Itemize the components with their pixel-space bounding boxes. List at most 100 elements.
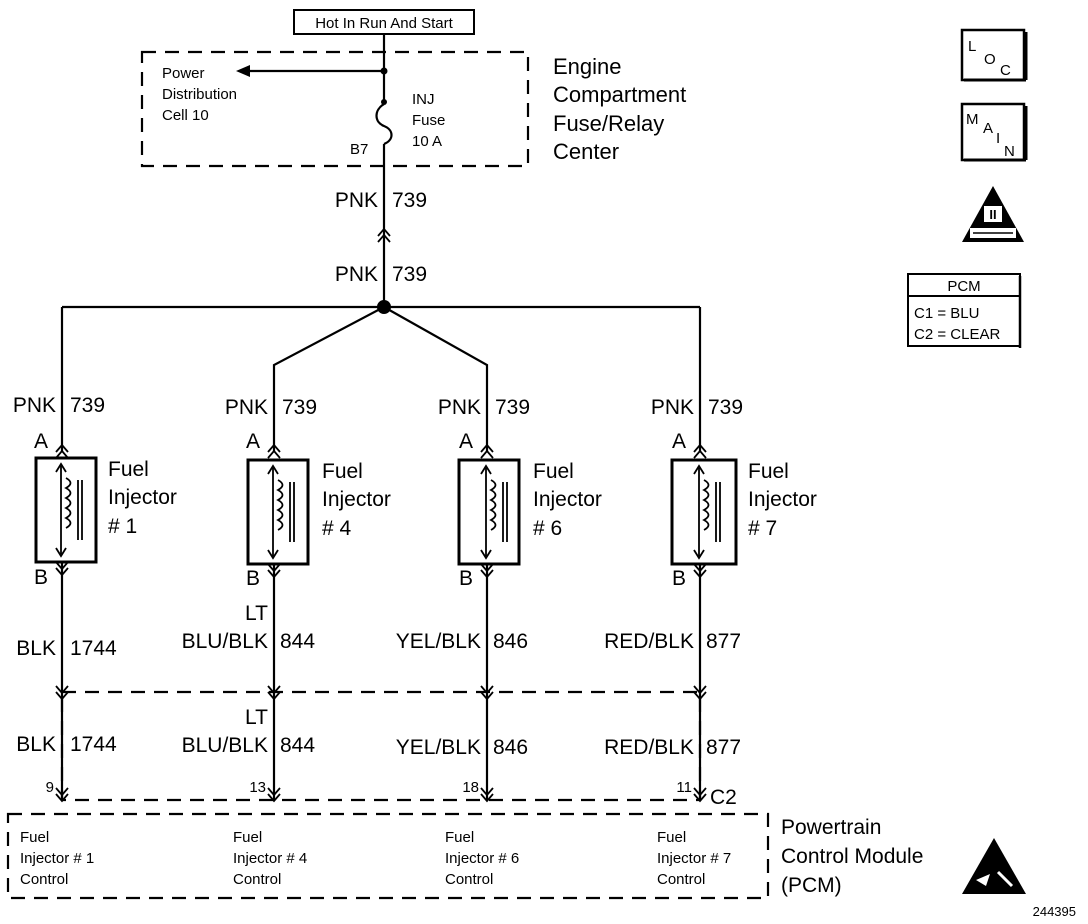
fuse-label-line-1: INJ — [412, 91, 435, 108]
injector-name-line-2: Injector — [748, 488, 817, 511]
pcm-title-line-3: (PCM) — [781, 874, 842, 897]
power-source-label: Hot In Run And Start — [315, 15, 453, 32]
supply-wire-color: PNK — [651, 396, 694, 419]
main-letter-m: M — [966, 111, 979, 128]
supply-wire-color: PNK — [225, 396, 268, 419]
feed-wire-circuit-upper: 739 — [392, 189, 427, 212]
injector-name-line-3: # 7 — [748, 517, 777, 540]
pcm-title-line-2: Control Module — [781, 845, 923, 868]
pcm-module: Powertrain Control Module (PCM) Fuel Inj… — [6, 812, 923, 900]
pcm-pin-number: 11 — [676, 779, 692, 796]
control-wire-color: RED/BLK — [604, 630, 694, 653]
fuel-injector-7: PNK 739 A Fuel Injector # 7 B RED/BLK 87… — [604, 396, 817, 809]
control-wire-color: BLU/BLK — [182, 630, 268, 653]
fuse-terminal-icon — [381, 99, 387, 105]
inline-connector-outline — [60, 690, 702, 802]
control-wire-color: YEL/BLK — [396, 630, 481, 653]
fuse-relay-center: Engine Compartment Fuse/Relay Center Pow… — [140, 50, 686, 168]
branch-wire-injector-6 — [383, 306, 489, 452]
solenoid-arrows-icon — [55, 462, 67, 558]
pcm-table-row-c1: C1 = BLU — [914, 305, 979, 322]
injector-body — [34, 456, 98, 564]
loc-letter-c: C — [1000, 62, 1011, 79]
fuse-center-title-line-4: Center — [553, 139, 619, 164]
pin-a-label: A — [34, 430, 48, 453]
pin-b-label: B — [459, 567, 473, 590]
solenoid-arrows-icon — [480, 464, 492, 560]
pcm-channel-1-line-1: Fuel — [20, 829, 49, 846]
control-wire-color-prefix-pcm: LT — [245, 706, 268, 729]
pcm-channel-6-line-1: Fuel — [445, 829, 474, 846]
pin-a-label: A — [459, 430, 473, 453]
power-source-label-box: Hot In Run And Start — [293, 9, 475, 35]
supply-wire-color: PNK — [438, 396, 481, 419]
control-wire-color-pcm: BLK — [16, 733, 56, 756]
supply-wire-circuit: 739 — [282, 396, 317, 419]
pcm-channel-7-line-2: Injector # 7 — [657, 850, 731, 867]
injector-name-line-2: Injector — [108, 486, 177, 509]
pcm-connector-label: C2 — [710, 786, 737, 809]
coil-icon — [489, 479, 497, 531]
pin-b-label: B — [672, 567, 686, 590]
solenoid-arrows-icon — [267, 464, 279, 560]
obd-ii-triangle-icon: II — [962, 186, 1024, 242]
main-letter-a: A — [983, 120, 993, 137]
injector-body — [457, 458, 521, 566]
fuse-center-title-line-2: Compartment — [553, 82, 686, 107]
fuel-injector-4: PNK 739 A Fuel Injector # 4 B LT BLU/BLK… — [182, 396, 391, 802]
fuse-terminal-label: B7 — [350, 141, 368, 158]
supply-wire-circuit: 739 — [495, 396, 530, 419]
fuse-icon — [375, 103, 393, 146]
injector-body — [246, 458, 310, 566]
fuse-center-title-line-1: Engine — [553, 54, 622, 79]
power-distribution-line-1: Power — [162, 65, 205, 82]
fuse-label-line-2: Fuse — [412, 112, 445, 129]
control-wire-color-pcm: YEL/BLK — [396, 736, 481, 759]
fuse-relay-center-outline — [140, 50, 530, 168]
figure-number: 244395 — [1033, 904, 1076, 919]
pcm-pin-number: 18 — [462, 779, 479, 796]
fuel-injector-1: PNK 739 A Fuel Injector # 1 B BLK 1744 B… — [13, 394, 177, 802]
pcm-pin-number: 9 — [46, 779, 54, 796]
loc-letter-l: L — [968, 38, 976, 55]
main-letter-n: N — [1004, 143, 1015, 160]
control-wire-color: BLK — [16, 637, 56, 660]
feed-wire-circuit-lower: 739 — [392, 263, 427, 286]
control-wire-circuit: 1744 — [70, 637, 117, 660]
main-letter-i: I — [996, 130, 1000, 147]
control-wire-color-pcm: RED/BLK — [604, 736, 694, 759]
supply-wire-circuit: 739 — [70, 394, 105, 417]
injector-name-line-1: Fuel — [533, 460, 574, 483]
coil-icon — [702, 479, 710, 531]
control-wire-circuit-pcm: 846 — [493, 736, 528, 759]
loc-icon: L O C — [960, 28, 1028, 82]
power-distribution-line-2: Distribution — [162, 86, 237, 103]
fuse-center-title-line-3: Fuse/Relay — [553, 111, 664, 136]
arrow-left-icon — [236, 65, 250, 77]
pin-b-label: B — [246, 567, 260, 590]
pcm-channel-1-line-2: Injector # 1 — [20, 850, 94, 867]
control-wire-color-prefix: LT — [245, 602, 268, 625]
supply-wire-circuit: 739 — [708, 396, 743, 419]
injector-name-line-1: Fuel — [748, 460, 789, 483]
control-wire-circuit-pcm: 1744 — [70, 733, 117, 756]
injector-name-line-3: # 1 — [108, 515, 137, 538]
injector-body — [670, 458, 738, 566]
injector-name-line-1: Fuel — [108, 458, 149, 481]
pcm-channel-6-line-3: Control — [445, 871, 493, 888]
control-wire-circuit-pcm: 877 — [706, 736, 741, 759]
loc-letter-o: O — [984, 51, 996, 68]
esd-warning-icon — [962, 838, 1026, 894]
pin-a-label: A — [246, 430, 260, 453]
injector-name-line-1: Fuel — [322, 460, 363, 483]
feed-wire-color-lower: PNK — [335, 263, 378, 286]
control-wire-circuit: 877 — [706, 630, 741, 653]
injector-name-line-3: # 6 — [533, 517, 562, 540]
injector-name-line-2: Injector — [533, 488, 602, 511]
supply-wire-color: PNK — [13, 394, 56, 417]
pcm-channel-1-line-3: Control — [20, 871, 68, 888]
pcm-title-line-1: Powertrain — [781, 816, 881, 839]
pcm-pin-number: 13 — [249, 779, 266, 796]
fuel-injector-6: PNK 739 A Fuel Injector # 6 B YEL/BLK 84… — [396, 396, 602, 802]
pcm-table-header: PCM — [947, 278, 980, 295]
